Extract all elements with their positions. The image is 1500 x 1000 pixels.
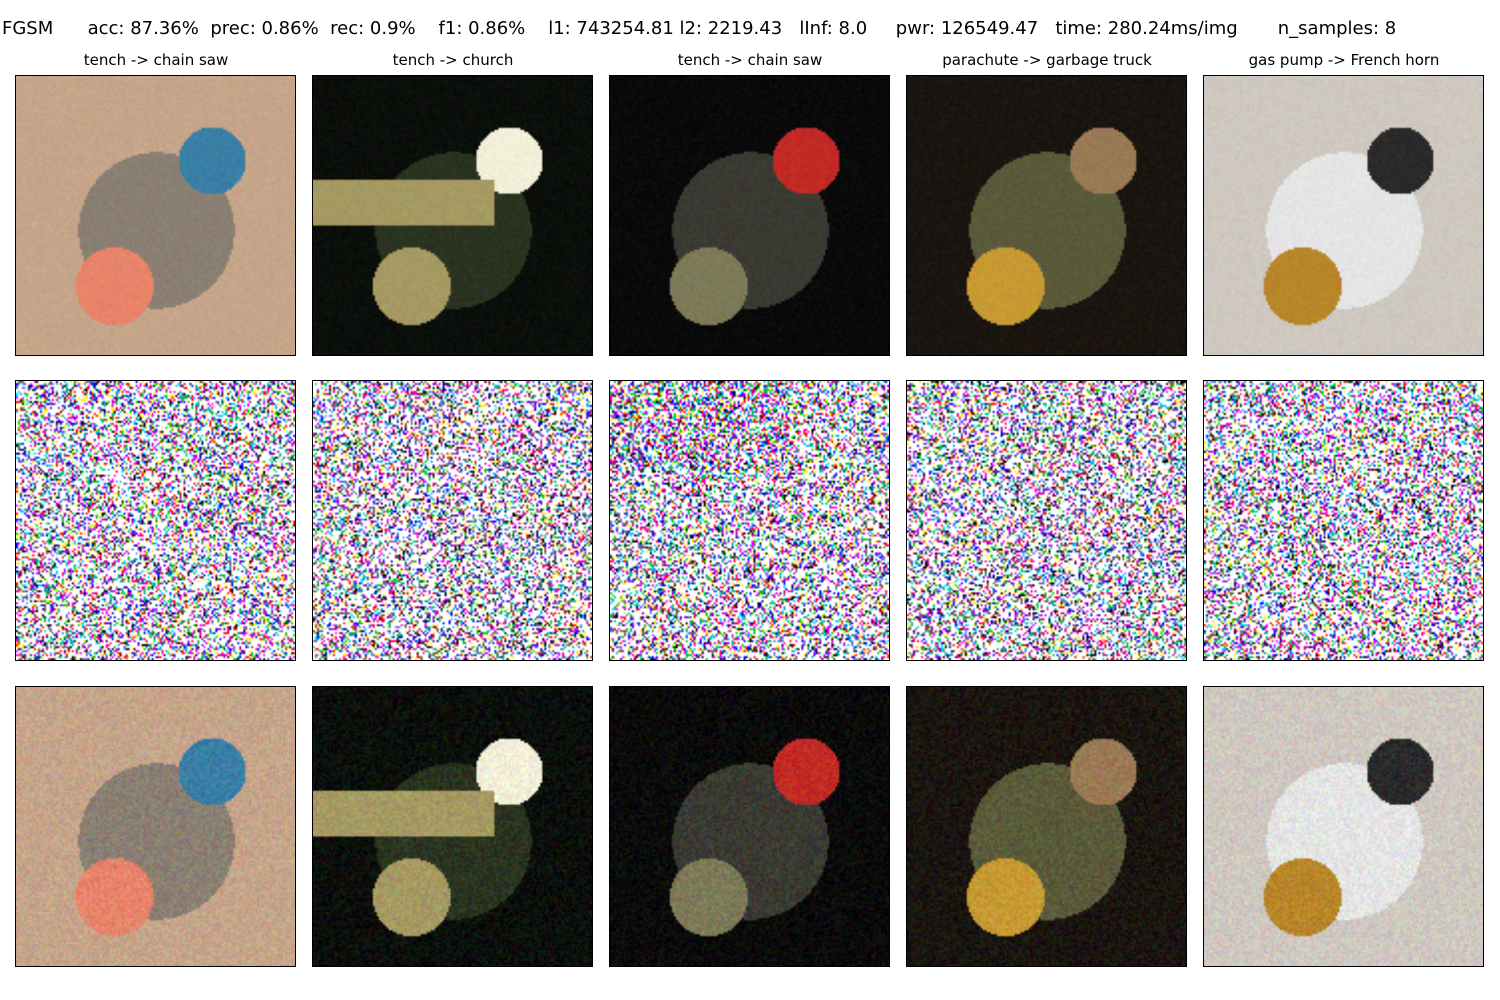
adversarial-image-4 xyxy=(906,686,1187,967)
column-title-2: tench -> church xyxy=(392,51,514,69)
metrics-header: FGSM acc: 87.36% prec: 0.86% rec: 0.9% f… xyxy=(2,17,1500,41)
original-image-3 xyxy=(609,75,890,356)
original-image-2 xyxy=(312,75,593,356)
column-title-1: tench -> chain saw xyxy=(83,51,229,69)
method-label: FGSM xyxy=(2,18,54,39)
l1-metric: l1: 743254.81 xyxy=(548,18,674,39)
perturbation-map-4 xyxy=(906,380,1187,661)
original-image-4 xyxy=(906,75,1187,356)
adversarial-image-2 xyxy=(312,686,593,967)
column-title-4: parachute -> garbage truck xyxy=(942,51,1152,69)
adversarial-image-1 xyxy=(15,686,296,967)
pwr-metric: pwr: 126549.47 xyxy=(895,18,1039,39)
l2-metric: l2: 2219.43 xyxy=(679,18,783,39)
perturbation-map-1 xyxy=(15,380,296,661)
f1-metric: f1: 0.86% xyxy=(438,18,526,39)
rec-metric: rec: 0.9% xyxy=(330,18,416,39)
column-title-5: gas pump -> French horn xyxy=(1248,51,1440,69)
acc-metric: acc: 87.36% xyxy=(87,18,199,39)
linf-metric: lInf: 8.0 xyxy=(799,18,868,39)
adversarial-image-3 xyxy=(609,686,890,967)
perturbation-map-3 xyxy=(609,380,890,661)
n-samples-metric: n_samples: 8 xyxy=(1277,18,1397,39)
original-image-1 xyxy=(15,75,296,356)
time-metric: time: 280.24ms/img xyxy=(1055,18,1238,39)
column-title-3: tench -> chain saw xyxy=(677,51,823,69)
prec-metric: prec: 0.86% xyxy=(210,18,319,39)
adversarial-image-5 xyxy=(1203,686,1484,967)
perturbation-map-5 xyxy=(1203,380,1484,661)
perturbation-map-2 xyxy=(312,380,593,661)
original-image-5 xyxy=(1203,75,1484,356)
